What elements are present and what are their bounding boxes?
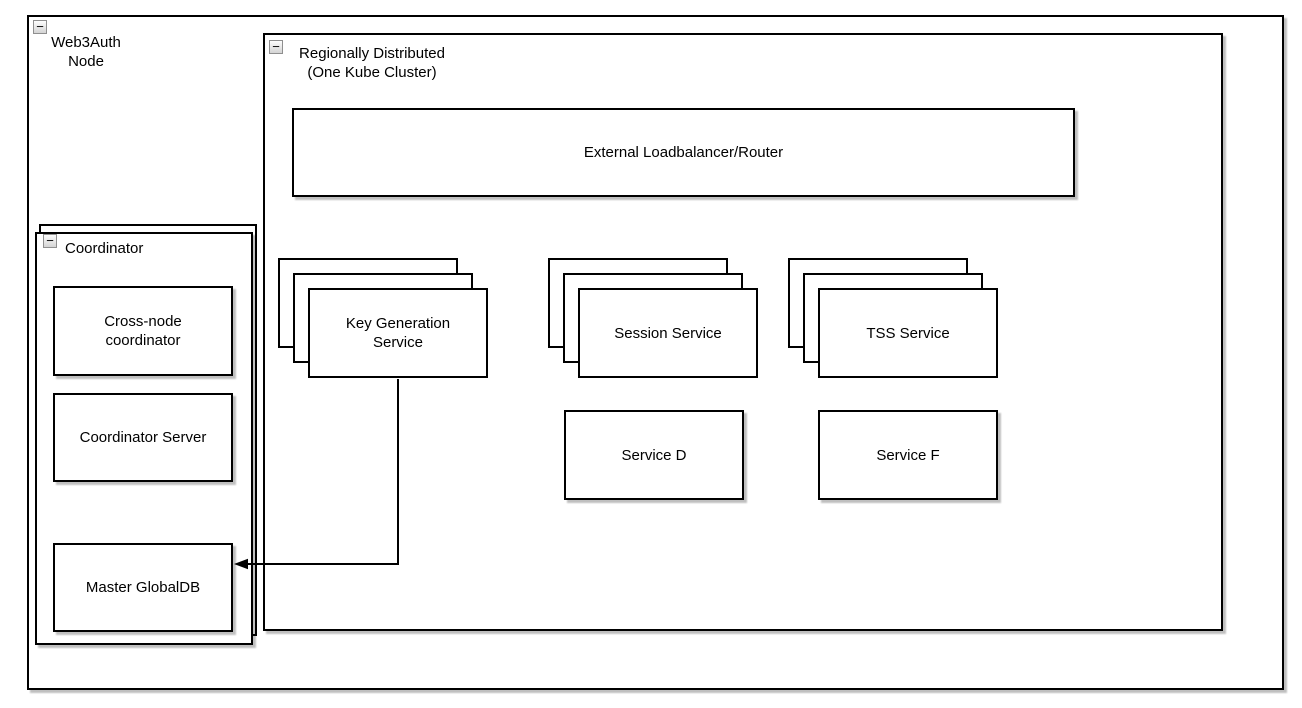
master-globaldb-box[interactable]: Master GlobalDB bbox=[53, 543, 233, 632]
key-generation-service-stack: Key Generation Service bbox=[278, 258, 490, 380]
collapse-icon[interactable]: − bbox=[43, 234, 57, 248]
service-f-box[interactable]: Service F bbox=[818, 410, 998, 500]
collapse-icon[interactable]: − bbox=[269, 40, 283, 54]
coordinator-server-label: Coordinator Server bbox=[79, 429, 207, 446]
key-generation-service-box[interactable]: Key Generation Service bbox=[308, 288, 488, 378]
cross-node-coordinator-box[interactable]: Cross-node coordinator bbox=[53, 286, 233, 376]
session-service-box[interactable]: Session Service bbox=[578, 288, 758, 378]
minus-glyph: − bbox=[36, 18, 44, 34]
service-f-label: Service F bbox=[876, 446, 940, 464]
master-globaldb-label: Master GlobalDB bbox=[85, 579, 201, 596]
coordinator-server-box[interactable]: Coordinator Server bbox=[53, 393, 233, 482]
service-d-box[interactable]: Service D bbox=[564, 410, 744, 500]
tss-service-box[interactable]: TSS Service bbox=[818, 288, 998, 378]
key-generation-service-label: Key Generation Service bbox=[345, 315, 451, 351]
coordinator-label: Coordinator bbox=[65, 240, 144, 257]
tss-service-label: TSS Service bbox=[866, 324, 950, 342]
external-loadbalancer-label: External Loadbalancer/Router bbox=[583, 144, 784, 161]
cross-node-coordinator-label: Cross-node coordinator bbox=[104, 313, 182, 349]
tss-service-stack: TSS Service bbox=[788, 258, 1000, 380]
session-service-stack: Session Service bbox=[548, 258, 760, 380]
region-label: Regionally Distributed (One Kube Cluster… bbox=[299, 45, 445, 81]
session-service-label: Session Service bbox=[614, 324, 722, 342]
service-d-label: Service D bbox=[621, 446, 687, 464]
web3auth-node-label: Web3Auth Node bbox=[51, 34, 121, 70]
minus-glyph: − bbox=[272, 38, 280, 54]
external-loadbalancer-box[interactable]: External Loadbalancer/Router bbox=[292, 108, 1075, 197]
collapse-icon[interactable]: − bbox=[33, 20, 47, 34]
minus-glyph: − bbox=[46, 232, 54, 248]
